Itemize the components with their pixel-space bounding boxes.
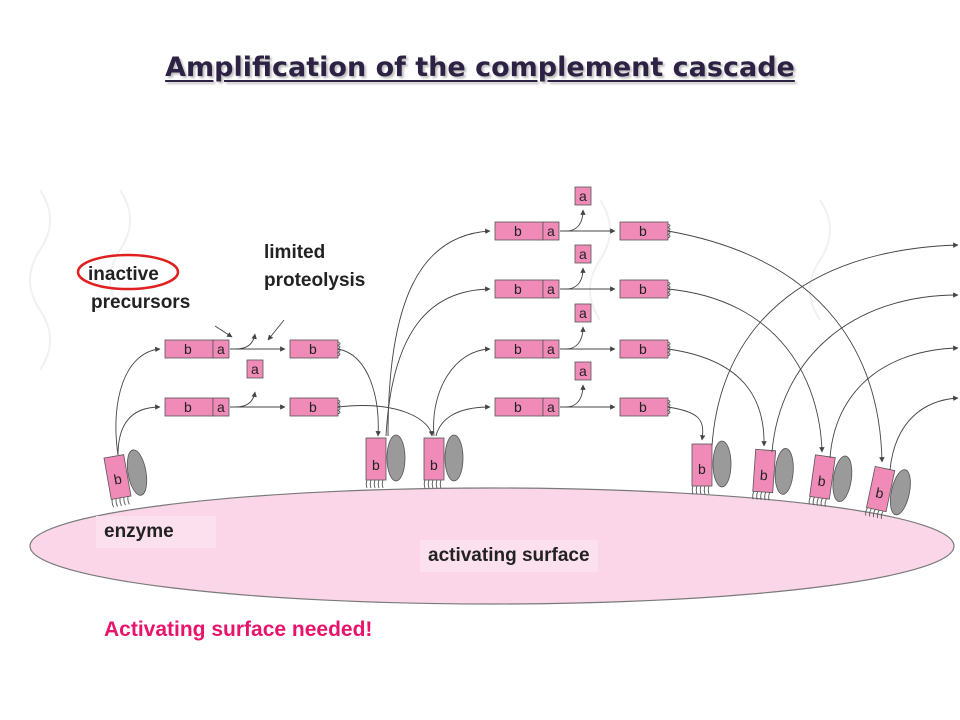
fragment-letter-a: a	[547, 341, 555, 357]
enzyme-third-b: b	[751, 445, 796, 503]
fragment-letter-b: b	[112, 470, 123, 487]
fragment-a-3: a	[574, 244, 592, 264]
product-b-1: b	[289, 339, 341, 359]
inactive-highlight-circle	[76, 253, 180, 291]
fragment-letter-a: a	[579, 305, 587, 321]
product-b-2: b	[289, 397, 341, 417]
surface-needed-note: Activating surface needed!	[104, 618, 373, 641]
fragment-letter-a: a	[217, 341, 225, 357]
fragment-letter-b: b	[309, 399, 317, 415]
precursor-box-6: b a	[494, 397, 560, 417]
background-texture	[29, 189, 831, 371]
fragment-letter-a: a	[579, 246, 587, 262]
fragment-letter-b: b	[817, 473, 827, 490]
enzyme-second-b: b	[423, 434, 464, 489]
label-inactive: inactive	[88, 264, 159, 285]
fragment-letter-b: b	[639, 399, 647, 415]
fragment-letter-b: b	[514, 281, 522, 297]
fragment-letter-b: b	[309, 341, 317, 357]
fragment-letter-b: b	[639, 223, 647, 239]
precursor-box-2: b a	[164, 397, 230, 417]
precursor-box-5: b a	[494, 339, 560, 359]
fragment-letter-b: b	[372, 457, 380, 473]
enzyme-third-d: b	[864, 463, 915, 524]
fragment-letter-a: a	[579, 363, 587, 379]
fragment-letter-a: a	[251, 361, 259, 377]
slide-title: Amplification of the complement cascade	[165, 52, 795, 83]
fragment-a-4: a	[574, 303, 592, 323]
fragment-letter-b: b	[514, 399, 522, 415]
fragment-a-5: a	[574, 361, 592, 381]
fragment-a-1: a	[246, 359, 264, 379]
label-proteolysis: proteolysis	[264, 270, 366, 291]
enzyme-second-a: b	[365, 434, 406, 489]
fragment-letter-a: a	[217, 399, 225, 415]
fragment-letter-b: b	[184, 399, 192, 415]
label-precursors: precursors	[91, 292, 191, 313]
label-activating-surface: activating surface	[420, 540, 598, 572]
precursor-box-1: b a	[164, 339, 230, 359]
fragment-letter-b: b	[514, 223, 522, 239]
product-b-5: b	[619, 339, 671, 359]
label-enzyme: enzyme	[96, 516, 216, 548]
fragment-letter-b: b	[639, 281, 647, 297]
precursor-box-4: b a	[494, 279, 560, 299]
fragment-letter-b: b	[184, 341, 192, 357]
product-b-3: b	[619, 221, 671, 241]
fragment-letter-b: b	[698, 461, 706, 477]
enzyme-first: b	[103, 447, 152, 508]
fragment-letter-b: b	[514, 341, 522, 357]
fragment-letter-b: b	[639, 341, 647, 357]
enzyme-third-c: b	[808, 451, 855, 511]
label-limited: limited	[264, 242, 326, 263]
fragment-letter-a: a	[579, 188, 587, 204]
precursor-box-3: b a	[494, 221, 560, 241]
fragment-letter-b: b	[874, 484, 885, 501]
fragment-letter-a: a	[547, 281, 555, 297]
fragment-letter-a: a	[547, 399, 555, 415]
product-b-4: b	[619, 279, 671, 299]
cascade-arrows	[115, 209, 959, 471]
fragment-letter-b: b	[759, 467, 768, 484]
fragment-letter-a: a	[547, 223, 555, 239]
fragment-a-2: a	[574, 186, 592, 206]
product-b-6: b	[619, 397, 671, 417]
enzyme-third-a: b	[691, 440, 732, 495]
fragment-letter-b: b	[430, 457, 438, 473]
